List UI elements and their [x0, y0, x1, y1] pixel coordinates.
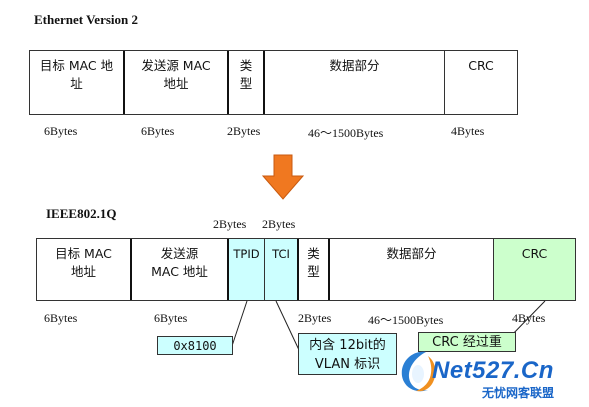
field-data: 数据部分: [330, 239, 494, 300]
field-crc: CRC: [468, 58, 494, 73]
field-data: 数据部分: [265, 51, 445, 114]
field-src-mac: 发送源 MAC 地址: [125, 51, 229, 114]
ieee8021q-frame: 目标 MAC 地址 发送源 MAC 地址 TPID TCI 类 型 数据部分 C…: [36, 238, 576, 301]
size-label: 6Bytes: [44, 124, 78, 138]
size-label: 2Bytes: [298, 311, 332, 325]
size-label: 6Bytes: [154, 311, 188, 325]
watermark-logo-icon: [401, 351, 436, 392]
watermark-brand: Net527.Cn: [432, 357, 554, 384]
size-label: 46～1500Bytes: [368, 313, 444, 327]
size-label: 46～1500Bytes: [308, 126, 384, 140]
ethernet-v2-title: Ethernet Version 2: [34, 12, 138, 27]
size-label-above: 2Bytes: [213, 217, 247, 231]
watermark: Net527.Cn 无忧网客联盟: [398, 340, 589, 407]
callout-tpid-value: 0x8100: [157, 336, 233, 355]
size-label: 6Bytes: [44, 311, 78, 325]
field-tci: TCI: [265, 239, 299, 300]
watermark-tagline: 无忧网客联盟: [482, 386, 555, 400]
size-label: 6Bytes: [141, 124, 175, 138]
ethernet-v2-frame: 目标 MAC 地 址 发送源 MAC 地址 类 型 数据部分 CRC: [29, 50, 518, 115]
size-label: 2Bytes: [227, 124, 261, 138]
field-dest-mac: 目标 MAC 地 址: [30, 51, 125, 114]
field-dest-mac: 目标 MAC 地址: [37, 239, 132, 300]
field-src-mac: 发送源 MAC 地址: [132, 239, 229, 300]
size-label-above: 2Bytes: [262, 217, 296, 231]
field-tpid: TPID: [229, 239, 265, 300]
size-label: 4Bytes: [451, 124, 485, 138]
down-arrow-icon: [262, 154, 304, 200]
field-type: 类 型: [299, 239, 330, 300]
callout-crc-recalc: CRC 经过重: [418, 332, 516, 352]
callout-tci-vlan: 内含 12bit的 VLAN 标识: [298, 333, 397, 375]
ieee8021q-title: IEEE802.1Q: [46, 206, 117, 221]
field-type: 类 型: [229, 51, 265, 114]
field-crc: CRC: [494, 239, 575, 300]
